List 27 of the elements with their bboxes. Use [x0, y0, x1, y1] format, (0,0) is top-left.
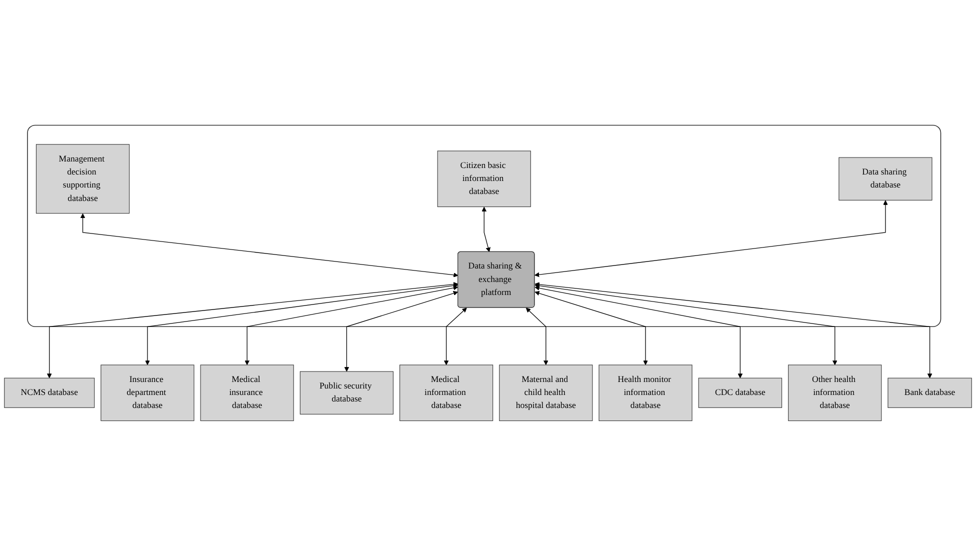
arrow [534, 286, 743, 378]
arrow [244, 286, 458, 366]
arrow [145, 283, 458, 366]
arrow [344, 290, 458, 372]
node-box: Maternal and child health hospital database [499, 364, 593, 422]
arrow [534, 290, 648, 366]
node-box: Insurance department database [100, 364, 194, 422]
arrow [46, 282, 458, 378]
node-box: NCMS database [4, 378, 95, 408]
arrow [80, 213, 458, 278]
node-box: Public security database [300, 371, 394, 414]
node-box: Medical insurance database [200, 364, 294, 422]
node-box: Health monitor information database [598, 364, 692, 422]
node-box: Citizen basic information database [437, 150, 531, 208]
arrow [444, 308, 467, 366]
cluster [27, 124, 942, 328]
arrow [526, 308, 548, 366]
node-box: CDC database [698, 378, 782, 408]
arrow [534, 283, 838, 366]
node-box: Other health information database [788, 364, 882, 422]
arrow [534, 200, 888, 278]
node-box: Bank database [888, 378, 972, 408]
arrow [482, 206, 490, 252]
node-box: Medical information database [400, 364, 494, 422]
arrow [534, 282, 932, 378]
node-box: Data sharing database [838, 157, 932, 200]
node-box: Management decision supporting database [36, 144, 130, 214]
